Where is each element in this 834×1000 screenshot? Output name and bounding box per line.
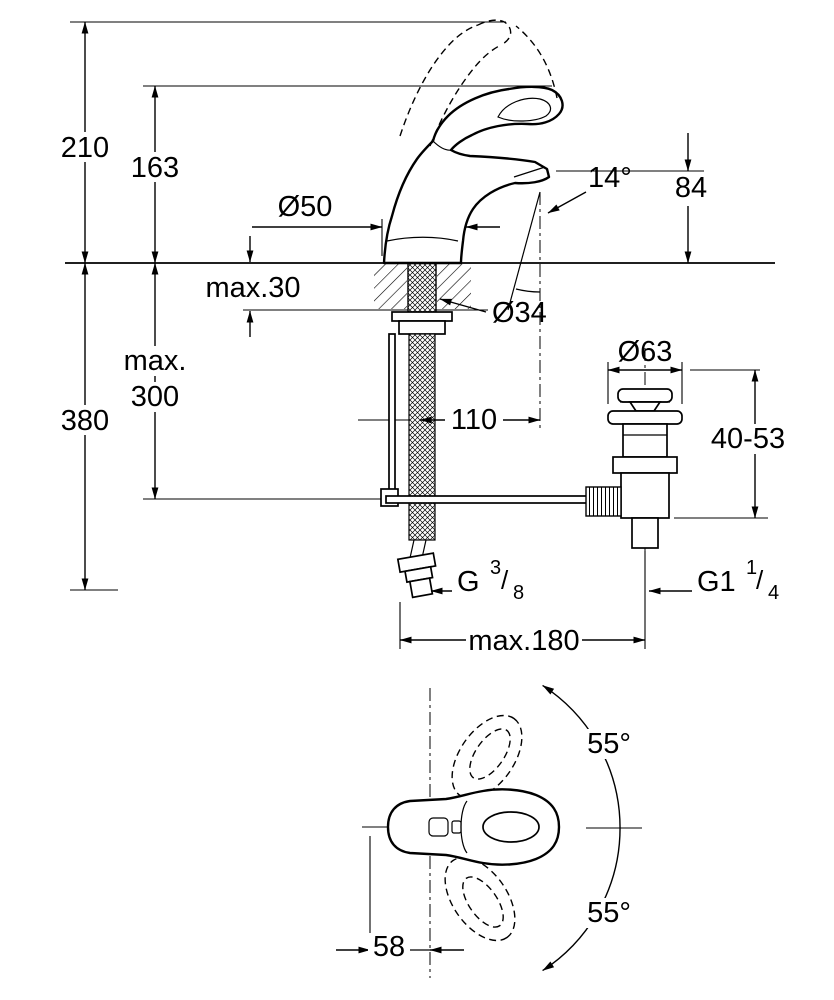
- label-supply-thread-slash: /: [501, 565, 509, 595]
- supply-hoses: [388, 333, 437, 599]
- label-waste-thread: G1 1 / 4: [697, 557, 779, 604]
- label-supply-thread: G 3 / 8: [457, 557, 524, 604]
- label-waste-flange-diameter: Ø63: [618, 336, 673, 368]
- label-supply-thread-denominator: 8: [513, 582, 524, 604]
- faucet-body-outline: [382, 85, 564, 265]
- spout-angle-construction: [507, 191, 541, 311]
- label-waste-thread-denominator: 4: [768, 582, 779, 604]
- label-rod-reach-max: max.180: [468, 625, 579, 657]
- label-below-deck-height: 380: [61, 405, 109, 437]
- label-waste-adjust-range: 40-53: [711, 423, 785, 455]
- hose-end-fitting: [396, 552, 437, 599]
- handle-swing-dashed: [444, 714, 523, 942]
- label-swing-upper: 55°: [587, 728, 631, 760]
- label-supply-thread-numerator: 3: [490, 557, 501, 579]
- faucet-plan-outline: [386, 788, 561, 866]
- faucet-top-view: [336, 684, 642, 978]
- handle-raised-dashed: [399, 19, 558, 147]
- waste-assembly: [585, 388, 683, 549]
- cartridge-mark: [428, 817, 449, 837]
- label-hole-diameter: Ø34: [492, 297, 547, 329]
- label-waste-thread-slash: /: [756, 565, 764, 595]
- rod-adjuster-knurl: [585, 486, 622, 517]
- label-swing-lower: 55°: [587, 897, 631, 929]
- mounting-shank: [391, 262, 453, 335]
- label-base-diameter: Ø50: [278, 191, 333, 223]
- faucet-side-view: [382, 19, 564, 311]
- dimension-labels: 210 163 Ø50 14° 84 max.30 Ø34 max. 300 3…: [59, 132, 787, 963]
- leader-14deg: [547, 191, 587, 214]
- dimension-lines: [81, 21, 759, 644]
- handle-loop-hole: [497, 97, 552, 122]
- label-waste-thread-main: G1: [697, 566, 736, 598]
- label-body-height: 163: [131, 152, 179, 184]
- label-spout-angle: 14°: [588, 162, 632, 194]
- label-mounting-thickness: max.30: [205, 272, 300, 304]
- label-spout-outlet-height: 84: [675, 172, 707, 204]
- handle-loop-plan: [482, 811, 540, 843]
- leader-d34: [439, 298, 487, 313]
- label-spout-reach: 110: [451, 404, 497, 436]
- label-hose-max-value: 300: [131, 381, 179, 413]
- label-spout-center-offset: 58: [373, 931, 405, 963]
- aerator-line: [513, 166, 546, 178]
- label-supply-thread-main: G: [457, 566, 480, 598]
- label-waste-thread-numerator: 1: [746, 557, 757, 579]
- label-hose-max-word: max.: [124, 345, 187, 377]
- label-total-height: 210: [61, 132, 109, 164]
